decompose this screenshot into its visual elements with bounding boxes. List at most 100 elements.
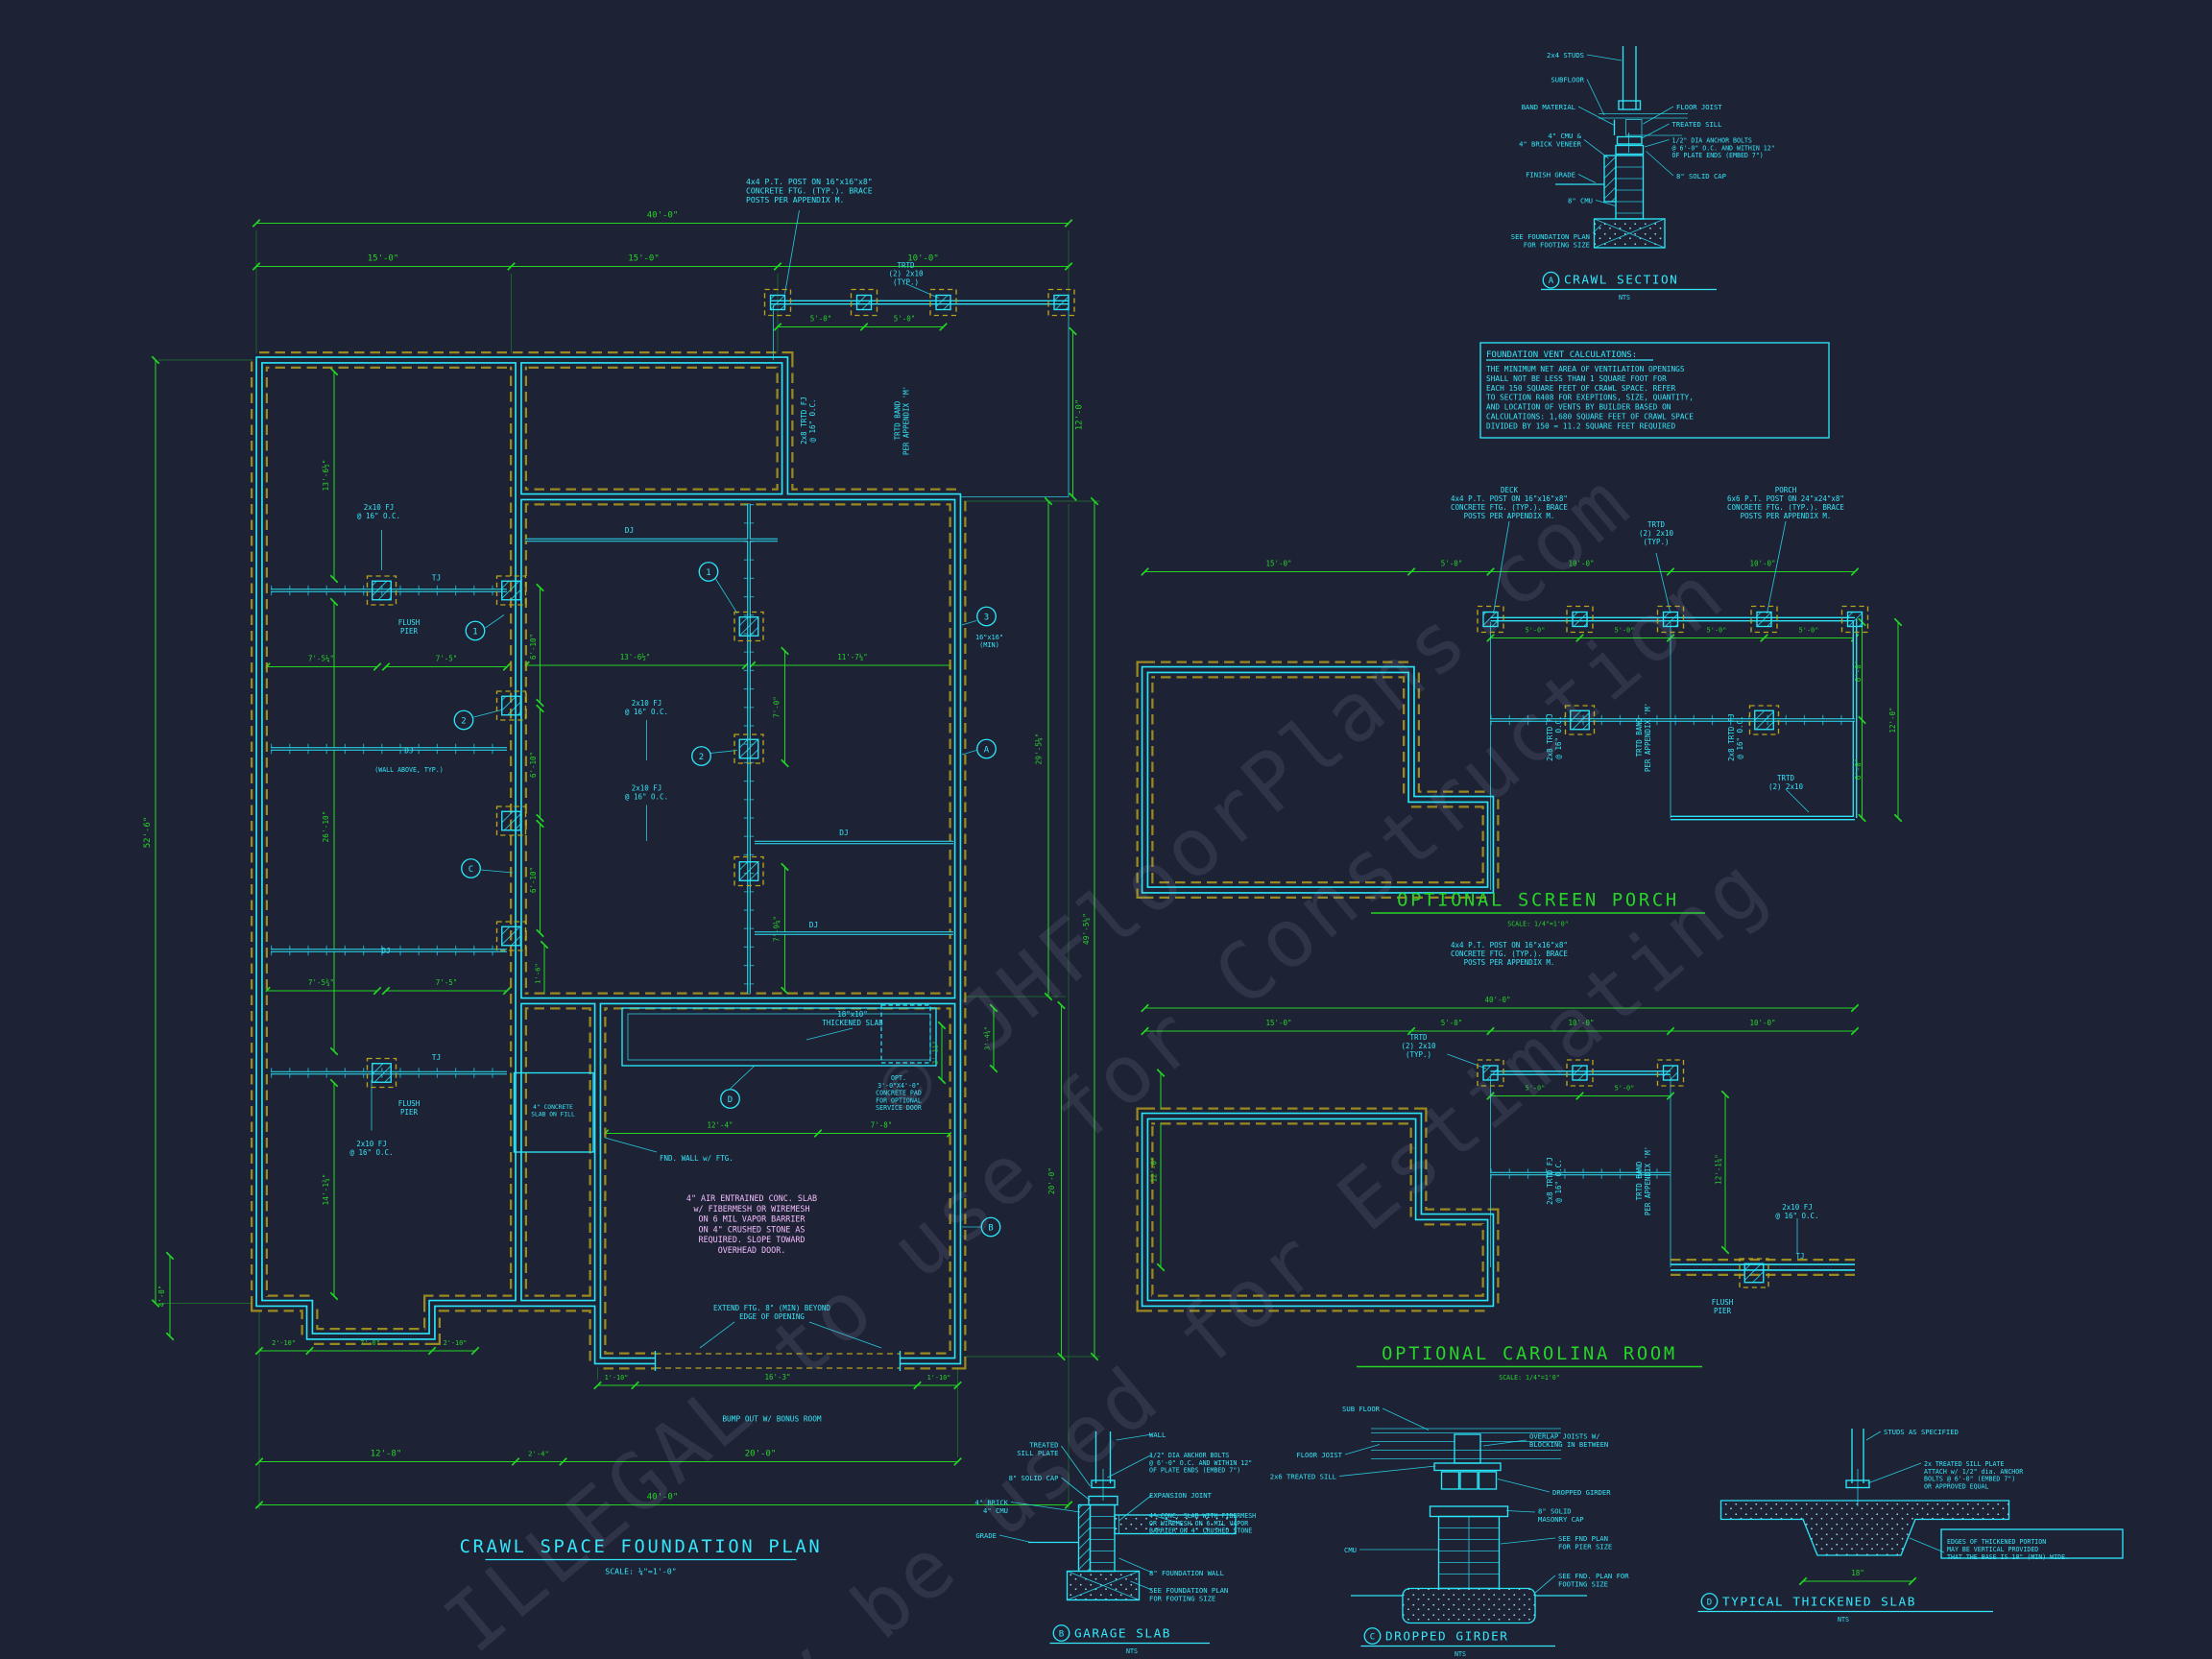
annotation-label: GRADE (975, 1531, 997, 1540)
svg-text:A: A (984, 745, 990, 755)
annotation-label: 5'-0" (1441, 560, 1463, 568)
section-c-nts: NTS (1455, 1650, 1466, 1658)
annotation-label: 12'-0" (1888, 707, 1897, 733)
vent-calc-body: THE MINIMUM NET AREA OF VENTILATION OPEN… (1486, 365, 1694, 430)
slab-on-fill-box (513, 1071, 594, 1153)
annotation-label: 18"x10"THICKENED SLAB (822, 1010, 883, 1027)
annotation-label: 13'-6½" (322, 460, 330, 492)
annotation-label: 15'-0" (628, 254, 660, 264)
annotation-label: WALL (1149, 1431, 1166, 1439)
optional-service-pad (880, 1004, 931, 1064)
annotation-label: EXPANSION JOINT (1149, 1491, 1213, 1500)
annotation-label: 5'-0" (1615, 1085, 1635, 1093)
annotation-label: 5'-0" (810, 315, 832, 324)
post-symbol (763, 288, 792, 317)
post-symbol (1750, 605, 1778, 634)
post-symbol (1566, 1059, 1594, 1087)
annotation-label: 5'-0" (1441, 1019, 1463, 1027)
annotation-label: 5'-0" (1615, 627, 1635, 635)
annotation-label: 2x4 STUDS (1547, 51, 1584, 60)
svg-text:B: B (988, 1223, 993, 1233)
annotation-label: FINISH GRADE (1526, 171, 1575, 180)
annotation-label: FLOOR JOIST (1676, 103, 1722, 111)
annotation-label: TRTD BANDPER APPENDIX 'M' (894, 386, 911, 455)
annotation-label: 15'-0" (1265, 560, 1291, 568)
annotation-label: 20'-0" (745, 1450, 777, 1459)
annotation-label: DJ (625, 526, 634, 535)
annotation-label: SUB FLOOR (1342, 1405, 1381, 1413)
thickened-note-box (1940, 1528, 2124, 1559)
svg-text:D: D (728, 1095, 733, 1105)
post-symbol (1477, 1059, 1504, 1087)
annotation-label: 20'-0" (1047, 1167, 1056, 1194)
annotation-label: 15'-0" (368, 254, 399, 264)
section-a-label: CRAWL SECTION (1564, 274, 1678, 288)
post-symbol (929, 288, 957, 317)
annotation-label: 26'-10" (322, 811, 330, 843)
post-symbol (1656, 1059, 1685, 1087)
annotation-label: TRTD BANDPER APPENDIX 'M' (1635, 703, 1652, 772)
post-symbol (1840, 605, 1869, 634)
annotation-label: 4x4 P.T. POST ON 16"x16"x8"CONCRETE FTG.… (1451, 941, 1568, 967)
annotation-label: 5'-0" (1799, 627, 1819, 635)
pier-symbol (366, 1057, 397, 1089)
annotation-label: 2x8 TRTD FJ@ 16" O.C. (1546, 1157, 1563, 1205)
garage-slab-detail (1028, 1431, 1237, 1601)
crawl-section-title: A CRAWL SECTION NTS (1541, 271, 1717, 301)
annotation-label: (WALL ABOVE, TYP.) (374, 766, 443, 774)
section-c-bubble (1363, 1627, 1382, 1645)
section-d-tag: D (1707, 1598, 1712, 1607)
carolina-title: OPTIONAL CAROLINA ROOM (1382, 1344, 1677, 1364)
dimension-lines (156, 224, 1912, 1582)
annotation-label: 10'-0" (1568, 560, 1594, 568)
plan-marker-2: 2 (691, 746, 711, 766)
annotation-label: 2'-10" (444, 1339, 468, 1347)
pier-symbol (1748, 705, 1780, 735)
plan-marker-D: D (720, 1089, 740, 1109)
post-note: 4x4 P.T. POST ON 16"x16"x8"CONCRETE FTG.… (746, 177, 873, 204)
annotation-label: 5'-0" (894, 315, 916, 324)
annotation-label: 15'-0" (1265, 1019, 1291, 1027)
svg-text:C: C (469, 865, 473, 875)
annotation-label: 1'-6" (534, 963, 542, 984)
annotation-label: 12'-4" (707, 1121, 733, 1130)
annotation-label: 12'-8" (371, 1450, 402, 1459)
annotation-label: 1'-10" (927, 1374, 951, 1382)
annotation-label: TREATED SILL (1672, 120, 1722, 129)
annotation-label: 1/2" DIA ANCHOR BOLTS@ 6'-0" O.C. AND WI… (1149, 1452, 1252, 1475)
section-b-tag: B (1059, 1629, 1064, 1639)
pier-symbol (495, 805, 527, 836)
annotation-label: 8" FOUNDATION WALL (1149, 1569, 1224, 1577)
pier-symbol (495, 921, 527, 951)
post-symbol (1477, 605, 1504, 634)
post-symbol (1047, 288, 1075, 317)
dropped-girder-title: C DROPPED GIRDER NTS (1360, 1627, 1555, 1658)
pier-symbol (495, 690, 527, 721)
svg-text:2: 2 (461, 716, 466, 726)
annotation-label: 10'-0" (1568, 1019, 1594, 1027)
annotation-label: TRTD(2) 2x10(TYP.) (1401, 1033, 1436, 1059)
screen-porch-scale: SCALE: 1/4"=1'0" (1507, 921, 1569, 928)
pier-symbol (1564, 705, 1596, 735)
crawl-section-detail (1555, 46, 1688, 249)
annotation-label: SUBFLOOR (1551, 76, 1584, 84)
annotation-label: 13'-6½" (620, 653, 651, 661)
thickened-slab-detail (1719, 1429, 2124, 1559)
annotation-label: 40'-0" (647, 211, 679, 221)
annotation-label: 7'-0" (773, 696, 781, 718)
annotation-label: 6'-0" (1854, 758, 1863, 781)
svg-text:2: 2 (699, 753, 704, 762)
annotation-label: 5'-0" (1526, 627, 1546, 635)
annotation-label: 10'-0" (1749, 1019, 1775, 1027)
section-a-nts: NTS (1619, 294, 1630, 301)
screen-porch-title: OPTIONAL SCREEN PORCH (1397, 891, 1679, 911)
section-a-tag: A (1549, 276, 1554, 286)
plan-title: CRAWL SPACE FOUNDATION PLAN (460, 1537, 823, 1557)
